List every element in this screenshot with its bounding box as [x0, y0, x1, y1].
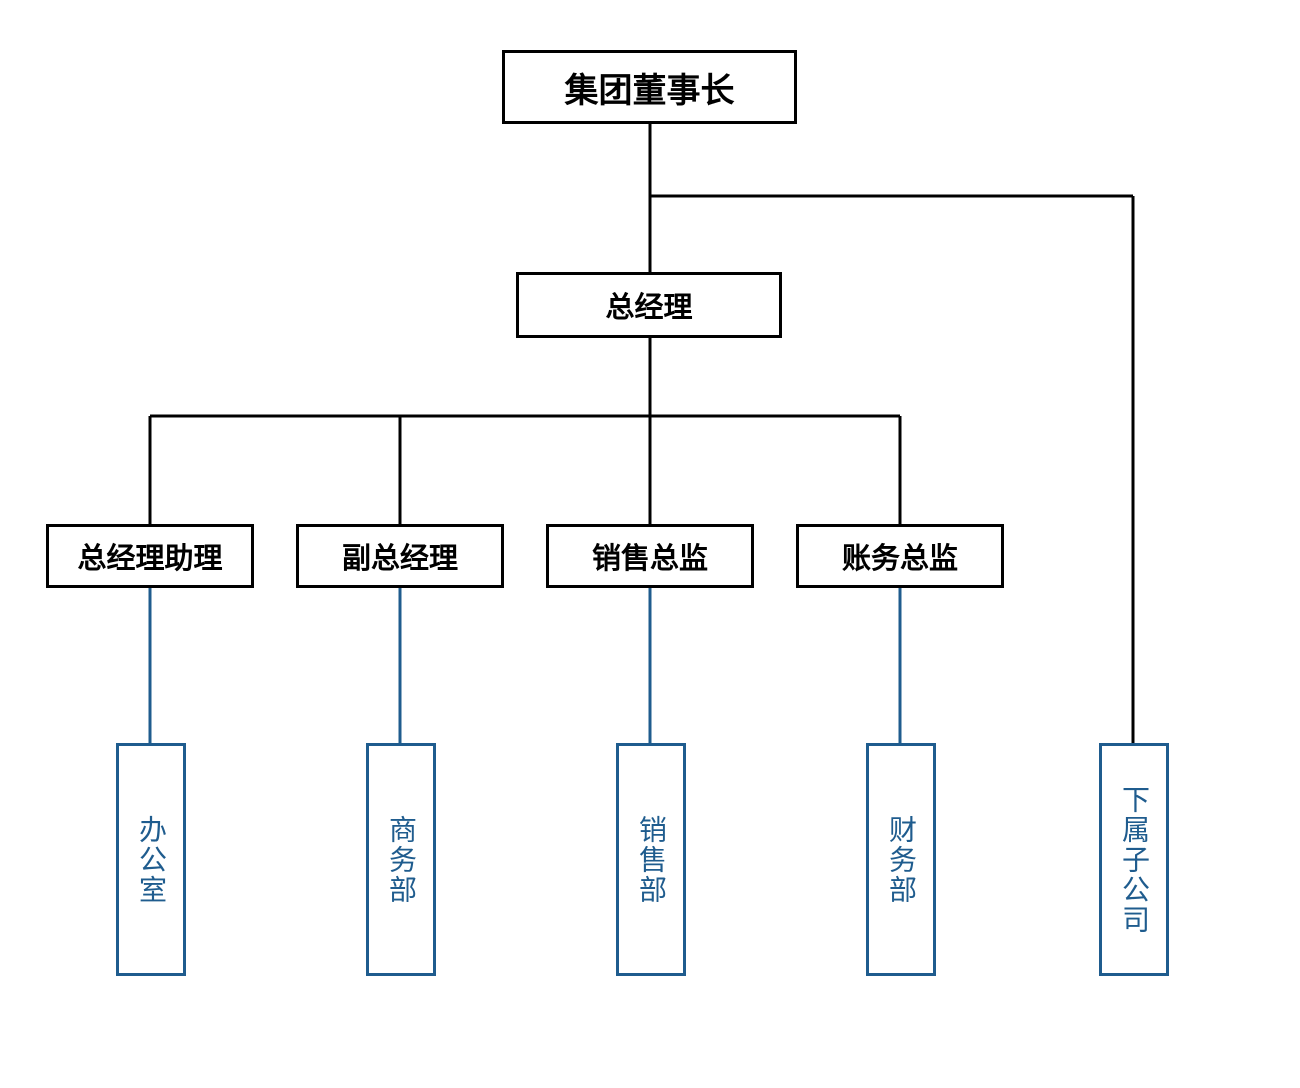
executive-box-accounts-director: 账务总监	[796, 524, 1004, 588]
general-manager-box: 总经理	[516, 272, 782, 338]
executive-box-deputy: 副总经理	[296, 524, 504, 588]
department-label: 商务部	[385, 814, 418, 905]
department-label: 销售部	[635, 814, 668, 905]
general-manager-label: 总经理	[605, 290, 693, 324]
chairman-label: 集团董事长	[564, 70, 735, 111]
executive-label: 销售总监	[591, 541, 708, 575]
department-box-finance: 财务部	[866, 743, 936, 976]
department-label: 下属子公司	[1118, 784, 1151, 935]
department-box-business: 商务部	[366, 743, 436, 976]
department-box-sales: 销售部	[616, 743, 686, 976]
executive-label: 账务总监	[841, 541, 958, 575]
executive-box-sales-director: 销售总监	[546, 524, 754, 588]
chairman-box: 集团董事长	[502, 50, 797, 124]
department-box-subsidiaries: 下属子公司	[1099, 743, 1169, 976]
department-box-office: 办公室	[116, 743, 186, 976]
department-label: 财务部	[885, 814, 918, 905]
executive-box-assistant: 总经理助理	[46, 524, 254, 588]
executive-label: 副总经理	[341, 541, 458, 575]
executive-label: 总经理助理	[77, 541, 223, 575]
department-label: 办公室	[135, 814, 168, 905]
